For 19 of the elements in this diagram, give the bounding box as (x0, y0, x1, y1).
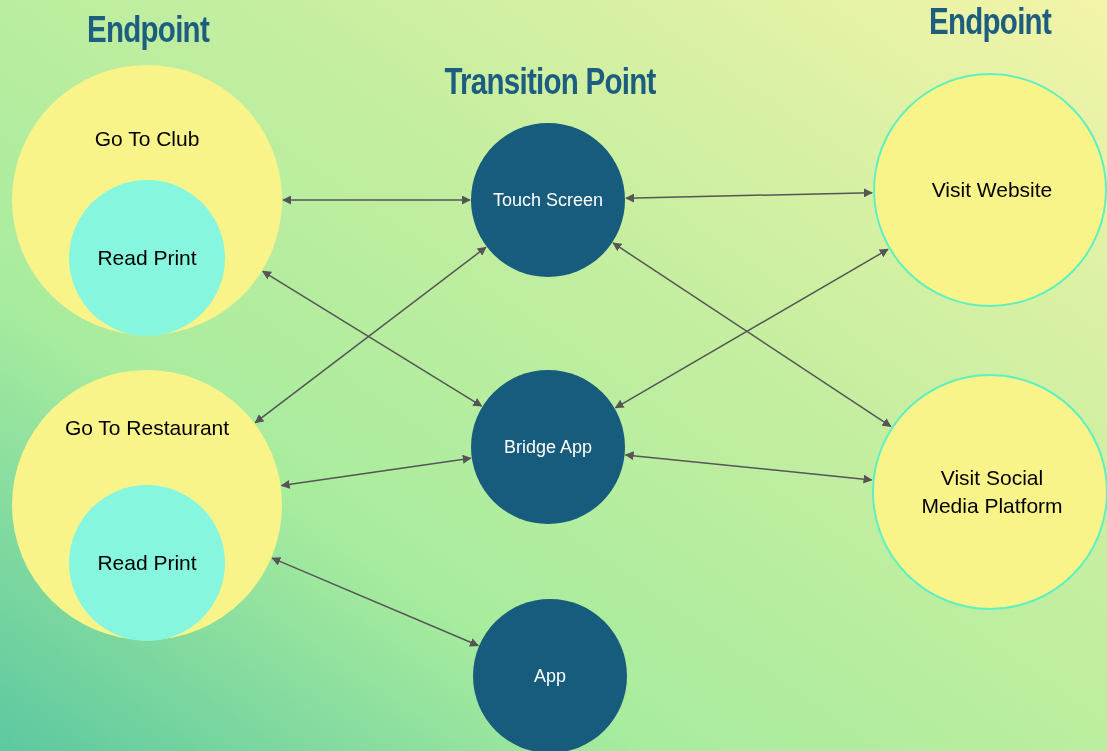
column-heading: Endpoint (87, 8, 209, 52)
double-arrow (280, 454, 472, 489)
double-arrow (282, 195, 471, 205)
node-label: App (534, 665, 566, 688)
double-arrow (254, 246, 487, 424)
node-label: Read Print (97, 245, 197, 271)
node-label: Read Print (97, 550, 197, 576)
node-label: Bridge App (503, 436, 593, 459)
double-arrow (262, 270, 483, 407)
double-arrow (271, 557, 480, 647)
node-label: Go To Club (94, 126, 200, 152)
column-heading: Transition Point (444, 60, 656, 104)
node-label: Visit Website (931, 177, 1053, 203)
node-label: Visit Social Media Platform (920, 465, 1064, 519)
column-heading: Endpoint (929, 0, 1051, 44)
node-label: Go To Restaurant (64, 415, 230, 441)
double-arrow (624, 451, 873, 484)
node-label: Touch Screen (492, 189, 604, 212)
double-arrow (625, 188, 873, 203)
